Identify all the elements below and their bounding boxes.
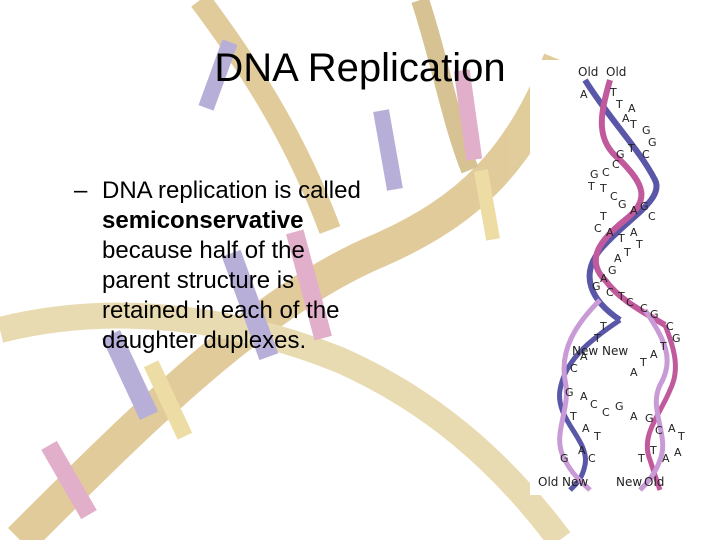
base-letter: A	[582, 422, 590, 435]
base-letter: T	[615, 98, 623, 111]
base-letter: G	[645, 412, 654, 425]
bottom-label-old-right: Old	[644, 475, 664, 489]
base-letter: C	[588, 452, 596, 465]
base-letter: A	[580, 88, 588, 101]
base-letter: A	[630, 410, 638, 423]
base-letter: C	[648, 210, 656, 223]
base-letter: G	[608, 264, 617, 277]
base-letter: C	[626, 296, 634, 309]
base-letter: G	[648, 136, 657, 149]
old-strand-right	[592, 79, 667, 328]
base-letter: T	[627, 142, 635, 155]
base-letter: C	[655, 424, 663, 437]
base-letter: T	[569, 410, 577, 423]
base-letter: G	[565, 386, 574, 399]
base-letter: T	[593, 430, 601, 443]
body-text-rest: because half of the parent structure is …	[102, 237, 340, 354]
label-old-2: Old	[606, 65, 626, 79]
base-letter: C	[602, 406, 610, 419]
base-letter: G	[640, 200, 649, 213]
base-letter: A	[578, 444, 586, 457]
base-letter: A	[630, 204, 638, 217]
base-letter: T	[635, 238, 643, 251]
body-text: – DNA replication is called semiconserva…	[74, 176, 364, 356]
bullet-marker: –	[74, 177, 88, 204]
base-letter: T	[623, 246, 631, 259]
base-letter: T	[617, 290, 625, 303]
base-letter: C	[590, 398, 598, 411]
bottom-label-old-left: Old	[538, 475, 558, 489]
base-letter: T	[593, 332, 601, 345]
bullet-content: DNA replication is called semiconservati…	[74, 176, 364, 356]
old-strand-left	[582, 78, 660, 323]
base-letter: T	[617, 232, 625, 245]
base-letter: T	[629, 118, 637, 131]
base-letter: A	[650, 348, 658, 361]
base-letter: G	[616, 148, 625, 161]
base-letter: T	[639, 356, 647, 369]
label-old-1: Old	[578, 65, 598, 79]
base-letter: A	[600, 272, 608, 285]
base-letter: A	[606, 226, 614, 239]
base-letter: C	[602, 166, 610, 179]
base-letter: A	[580, 350, 588, 363]
base-letter: T	[609, 86, 617, 99]
base-letter: A	[622, 112, 630, 125]
base-letter: T	[659, 340, 667, 353]
base-letter: G	[642, 124, 651, 137]
base-letter: A	[668, 422, 676, 435]
base-letter: T	[599, 182, 607, 195]
base-letter: A	[630, 366, 638, 379]
bottom-label-new-left: New	[562, 475, 588, 489]
base-letter: A	[628, 102, 636, 115]
slide-title: DNA Replication	[214, 46, 506, 90]
new-strand-right-a	[644, 324, 678, 491]
keyword-semiconservative: semiconservative	[102, 207, 304, 234]
base-letter: G	[650, 308, 659, 321]
label-new-1: New	[572, 344, 598, 358]
base-letter: A	[674, 446, 682, 459]
base-letter: A	[580, 390, 588, 403]
base-letter: A	[662, 452, 670, 465]
base-letter: T	[637, 452, 645, 465]
base-letter: T	[649, 444, 657, 457]
base-letter: C	[612, 158, 620, 171]
base-letter: T	[677, 430, 685, 443]
base-letter: G	[560, 452, 569, 465]
base-letter: G	[618, 198, 627, 211]
base-letter: C	[570, 362, 578, 375]
base-letter: C	[642, 148, 650, 161]
base-letter: C	[640, 302, 648, 315]
bottom-label-new-right: New	[616, 475, 642, 489]
label-new-2: New	[602, 344, 628, 358]
base-letter: G	[615, 400, 624, 413]
new-strand-right-b	[638, 308, 670, 492]
base-letter: T	[587, 180, 595, 193]
base-letter: C	[666, 320, 674, 333]
base-letter: G	[590, 168, 599, 181]
base-letter: C	[606, 286, 614, 299]
base-letter: G	[592, 280, 601, 293]
body-text-intro: DNA replication is called	[102, 177, 361, 204]
base-letter: T	[599, 210, 607, 223]
base-letter: A	[630, 226, 638, 239]
base-letter: A	[614, 252, 622, 265]
base-letter: G	[672, 332, 681, 345]
new-strand-left-b	[557, 298, 602, 492]
base-letter: T	[599, 320, 607, 333]
base-letter: C	[594, 222, 602, 235]
base-letter: C	[610, 190, 618, 203]
